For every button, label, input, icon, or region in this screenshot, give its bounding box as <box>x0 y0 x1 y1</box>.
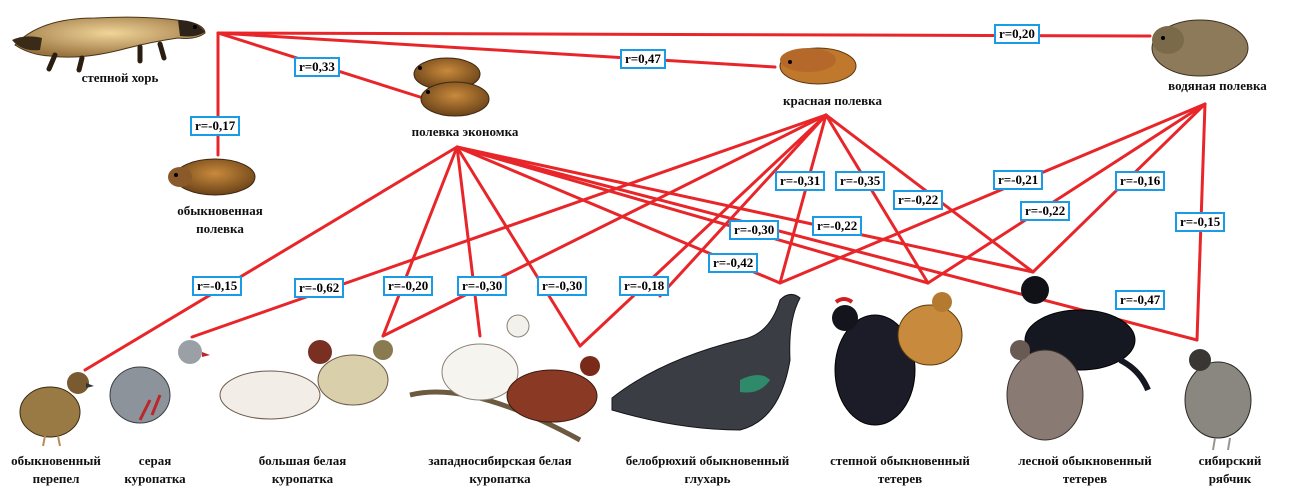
line-red-steppe <box>824 113 930 285</box>
steppe-grouse-icon <box>832 292 963 426</box>
label-willow-1: большая белая <box>258 453 347 468</box>
label-forest-grouse-1: лесной обыкновенный <box>1018 453 1152 468</box>
r-economus-westsib: r=-0,30 <box>457 276 508 296</box>
line-economus-steppe <box>455 145 930 285</box>
r-economus-forest: r=-0,22 <box>812 216 863 236</box>
willow-ptarmigan-icon <box>219 340 393 420</box>
line-economus-forest <box>455 145 1035 274</box>
r-economus-willow: r=-0,20 <box>383 276 434 296</box>
label-hazel-grouse-2: рябчик <box>1208 471 1252 486</box>
label-forest-grouse-2: тетерев <box>1062 471 1108 486</box>
line-red-westsib <box>381 113 828 338</box>
line-water-capercaillie <box>778 102 1207 285</box>
line-ferret-red-vole <box>216 31 777 69</box>
label-common-vole-2: полевка <box>196 221 244 236</box>
line-red-capercaillie <box>778 113 828 285</box>
r-ferret-common-vole: r=-0,17 <box>190 116 241 136</box>
r-water-hazel: r=-0,15 <box>1175 212 1226 232</box>
red-vole-icon <box>779 47 857 85</box>
label-gray-partridge-1: серая <box>138 453 172 468</box>
ferret-icon <box>12 16 206 73</box>
r-water-capercaillie: r=-0,21 <box>993 170 1044 190</box>
line-economus-willow <box>381 145 459 338</box>
label-hazel-grouse-1: сибирский <box>1198 453 1262 468</box>
r-red-capercaillie: r=-0,31 <box>775 171 826 191</box>
r-economus-capercaillie: r=-0,30 <box>729 220 780 240</box>
r-red-steppe: r=-0,35 <box>835 171 886 191</box>
label-capercaillie-1: белобрюхий обыкновенный <box>625 453 790 468</box>
r-economus-hazel: r=-0,47 <box>1115 290 1166 310</box>
label-vole-economus: полевка экономка <box>411 124 519 139</box>
line-economus-quail <box>83 145 459 372</box>
r-red-westsib: r=-0,18 <box>619 276 670 296</box>
r-water-forest: r=-0,16 <box>1115 171 1166 191</box>
common-vole-icon <box>168 158 256 196</box>
water-vole-icon <box>1151 19 1249 77</box>
label-westsib-1: западносибирская белая <box>428 453 572 468</box>
label-steppe-grouse-1: степной обыкновенный <box>830 453 970 468</box>
r-ferret-red-vole: r=0,47 <box>620 49 666 69</box>
label-water-vole: водяная полевка <box>1168 78 1267 93</box>
label-westsib-2: куропатка <box>469 471 531 486</box>
label-common-vole-1: обыкновенная <box>177 203 263 218</box>
label-quail-1: обыкновенный <box>11 453 101 468</box>
vole-economus-icon <box>413 57 490 117</box>
line-economus-hazel <box>455 145 1199 342</box>
label-red-vole: красная полевка <box>783 93 882 108</box>
label-ferret: степной хорь <box>81 70 159 85</box>
gray-partridge-icon <box>109 340 210 424</box>
westsib-ptarmigan-icon <box>409 314 600 443</box>
r-ferret-water-vole: r=0,20 <box>994 24 1040 44</box>
forest-grouse-icon <box>1006 276 1151 441</box>
label-steppe-grouse-2: тетерев <box>877 471 923 486</box>
r-ferret-economus: r=0,33 <box>294 57 340 77</box>
line-red-capercaillie-2 <box>658 113 828 298</box>
hazel-grouse-icon <box>1184 349 1252 451</box>
line-economus-westsib <box>455 145 582 348</box>
line-red-westsib-2 <box>578 113 828 348</box>
label-gray-partridge-2: куропатка <box>124 471 186 486</box>
label-capercaillie-2: глухарь <box>684 471 731 486</box>
r-economus-quail: r=-0,15 <box>192 276 243 296</box>
r-red-forest: r=-0,22 <box>893 190 944 210</box>
quail-icon <box>19 372 94 447</box>
r-economus-westsib-2: r=-0,30 <box>537 276 588 296</box>
r-economus-steppe: r=-0,42 <box>708 253 759 273</box>
r-water-steppe: r=-0,22 <box>1020 201 1071 221</box>
capercaillie-icon <box>611 294 801 431</box>
line-red-gray-partridge <box>190 113 828 339</box>
label-quail-2: перепел <box>32 471 80 486</box>
line-water-steppe <box>926 102 1207 285</box>
label-willow-2: куропатка <box>271 471 334 486</box>
r-red-gray-partridge: r=-0,62 <box>294 278 345 298</box>
